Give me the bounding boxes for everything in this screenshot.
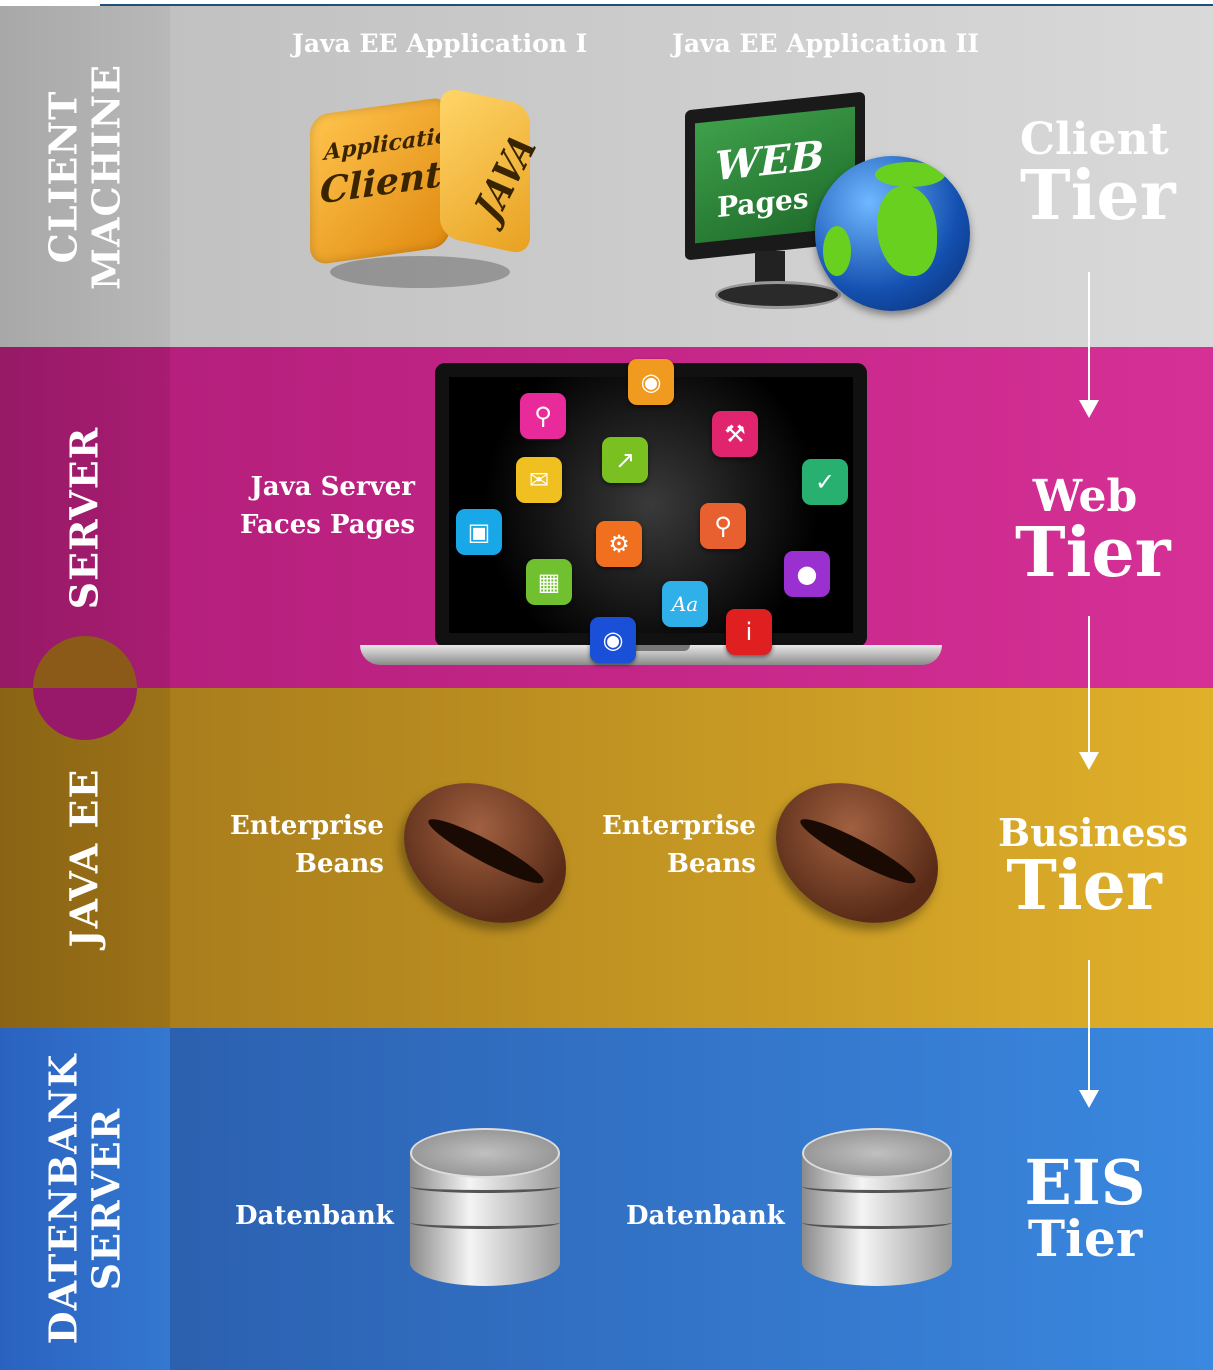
sidebar-circle-top-half [33, 636, 137, 688]
zoom-icon: ⚲ [700, 503, 746, 549]
database-ring-1 [410, 1180, 560, 1193]
client-tier-big: Tier [1020, 156, 1176, 236]
laptop-base-notch [610, 645, 690, 651]
coffee-bean-icon-2 [751, 755, 963, 951]
monitor-base [715, 281, 841, 309]
client-machine-label-line2: MACHINE [83, 63, 128, 290]
web-tier-big: Tier [1015, 513, 1171, 593]
web-tier-top: Web [1032, 471, 1138, 522]
database-ring-2 [410, 1216, 560, 1229]
coffee-bean-groove-2 [795, 811, 921, 892]
arrow-web-to-business [1079, 616, 1099, 770]
gear-icon: ⚙ [596, 521, 642, 567]
db1-label: Datenbank [235, 1201, 394, 1231]
cube-front-face: Application Client [310, 96, 465, 266]
top-border-line [100, 4, 1213, 6]
client-machine-label: CLIENT MACHINE [40, 63, 128, 290]
app1-title: Java EE Application I [292, 29, 588, 58]
globe-continent-europe [875, 162, 945, 187]
jsf-label-line2: Faces Pages [240, 509, 416, 540]
eis-tier-top: EIS [1024, 1146, 1146, 1219]
arrow-business-to-eis [1079, 960, 1099, 1108]
client-main: Java EE Application I Java EE Applicatio… [170, 6, 1213, 347]
application-client-cube-icon: Application Client JAVA [300, 86, 545, 296]
client-machine-label-line1: CLIENT [40, 90, 86, 263]
lock-icon: ● [784, 551, 830, 597]
db2-label: Datenbank [626, 1201, 785, 1231]
search-icon: ⚲ [520, 393, 566, 439]
coffee-bean-icon [379, 755, 591, 951]
database-bottom [410, 1240, 560, 1286]
coffee-bean-groove [423, 811, 549, 892]
cube-side-face: JAVA [440, 86, 545, 256]
business-tier-band: JAVA EE Enterprise Beans Enterprise Bean… [0, 688, 1213, 1028]
client-tier-title: Client Tier [1020, 114, 1176, 236]
sidebar-circle-bottom-half [33, 688, 137, 740]
eis-tier-big: Tier [1027, 1209, 1143, 1268]
sidebar-circle-connector [33, 636, 137, 740]
bean2-label-line1: Enterprise [602, 811, 756, 841]
client-machine-sidebar: CLIENT MACHINE [0, 6, 170, 347]
globe-continent-africa [877, 186, 937, 276]
info-icon: i [726, 609, 772, 655]
business-tier-big: Tier [1006, 846, 1162, 926]
mail-icon: ✉ [516, 457, 562, 503]
javaee-main: Enterprise Beans Enterprise Beans Busine… [170, 688, 1213, 1028]
client-tier-band: CLIENT MACHINE Java EE Application I Jav… [0, 6, 1213, 347]
laptop-base [360, 645, 942, 665]
jsf-label-line1: Java Server [250, 472, 416, 502]
chart-icon: ▦ [526, 559, 572, 605]
datenbank-server-sidebar: DATENBANK SERVER [0, 1028, 170, 1370]
globe-continent-americas [823, 226, 851, 276]
arrow-client-to-web [1079, 272, 1099, 418]
laptop-screen-frame [435, 363, 867, 647]
check-icon: ✓ [802, 459, 848, 505]
cube-side-text: JAVA [466, 125, 545, 230]
database-icon-2 [802, 1128, 952, 1288]
database-ring-2-2 [802, 1216, 952, 1229]
eis-tier-band: DATENBANK SERVER Datenbank Datenbank EIS… [0, 1028, 1213, 1370]
database-top [410, 1128, 560, 1178]
bean1-label-line1: Enterprise [230, 811, 384, 841]
business-tier-title: Business Tier [998, 810, 1189, 926]
globe-icon [815, 156, 970, 311]
database-icon [410, 1128, 560, 1288]
font-icon: Aa [662, 581, 708, 627]
business-tier-top: Business [998, 810, 1189, 855]
db-main: Datenbank Datenbank EIS Tier [170, 1028, 1213, 1370]
jsf-label: Java Server Faces Pages [240, 469, 415, 544]
server-label: SERVER [61, 426, 107, 609]
database-bottom-2 [802, 1240, 952, 1286]
bean1-label: Enterprise Beans [230, 808, 384, 883]
eis-tier-title: EIS Tier [1010, 1152, 1160, 1264]
server-main: Java Server Faces Pages ◉ ⚲ ↗ ⚒ ✉ ✓ ▣ ⚙ … [170, 347, 1213, 688]
client-tier-top: Client [1020, 114, 1169, 165]
globe-small-icon: ◉ [590, 617, 636, 663]
javaee-sidebar: JAVA EE [0, 688, 170, 1028]
cube-shadow [330, 256, 510, 288]
cursor-icon: ↗ [602, 437, 648, 483]
web-tier-title: Web Tier [1015, 471, 1171, 593]
trash-icon: ▣ [456, 509, 502, 555]
bean2-label-line2: Beans [667, 848, 756, 879]
database-ring-1-2 [802, 1180, 952, 1193]
web-pages-monitor-icon: WEB Pages [685, 91, 975, 326]
bean2-label: Enterprise Beans [602, 808, 756, 883]
app2-title: Java EE Application II [672, 29, 980, 58]
datenbank-server-label-line1: DATENBANK [40, 1053, 86, 1345]
bean1-label-line2: Beans [295, 848, 384, 879]
rss-icon: ◉ [628, 359, 674, 405]
laptop-icon: ◉ ⚲ ↗ ⚒ ✉ ✓ ▣ ⚙ ⚲ ● ▦ Aa ◉ i [360, 359, 942, 671]
javaee-label: JAVA EE [61, 768, 107, 948]
web-tier-band: SERVER Java Server Faces Pages ◉ ⚲ ↗ ⚒ ✉… [0, 347, 1213, 688]
wrench-icon: ⚒ [712, 411, 758, 457]
server-sidebar: SERVER [0, 347, 170, 688]
datenbank-server-label-line2: SERVER [83, 1107, 128, 1291]
database-top-2 [802, 1128, 952, 1178]
datenbank-server-label: DATENBANK SERVER [40, 1053, 128, 1345]
